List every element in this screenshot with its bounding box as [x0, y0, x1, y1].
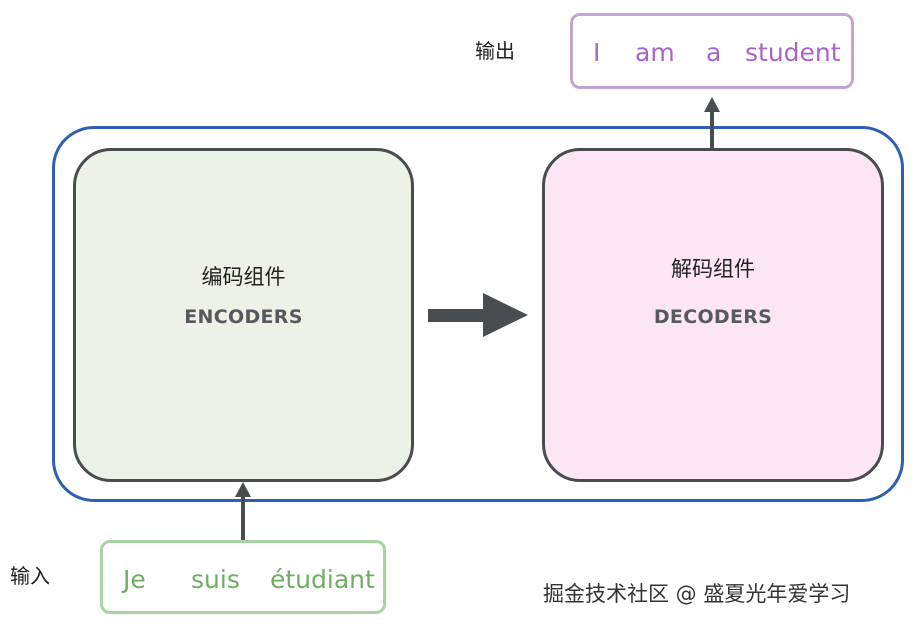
decoder-block: 解码组件 DECODERS: [542, 148, 884, 482]
output-sentence-box: I am a student: [570, 13, 854, 89]
input-token: étudiant: [270, 565, 375, 594]
encoder-title: 编码组件: [201, 265, 286, 289]
output-token: a: [706, 38, 722, 67]
decoder-subtitle: DECODERS: [653, 306, 773, 328]
input-label: 输入: [10, 564, 50, 588]
output-label: 输出: [475, 39, 515, 63]
input-token: Je: [123, 565, 146, 594]
encoder-subtitle: ENCODERS: [184, 306, 303, 328]
output-token: student: [745, 38, 841, 67]
transformer-container: [52, 126, 904, 502]
input-to-encoder-arrow: [235, 482, 251, 540]
output-token: am: [635, 38, 675, 67]
decoder-title: 解码组件: [671, 257, 755, 281]
decoder-to-output-arrow: [704, 97, 720, 148]
encoder-to-decoder-arrow: [428, 293, 528, 337]
output-token: I: [593, 38, 601, 67]
watermark: 掘金技术社区 @ 盛夏光年爱学习: [543, 582, 851, 606]
encoder-block: 编码组件 ENCODERS: [73, 148, 414, 482]
input-sentence-box: Je suis étudiant: [100, 540, 386, 614]
input-token: suis: [191, 565, 240, 594]
